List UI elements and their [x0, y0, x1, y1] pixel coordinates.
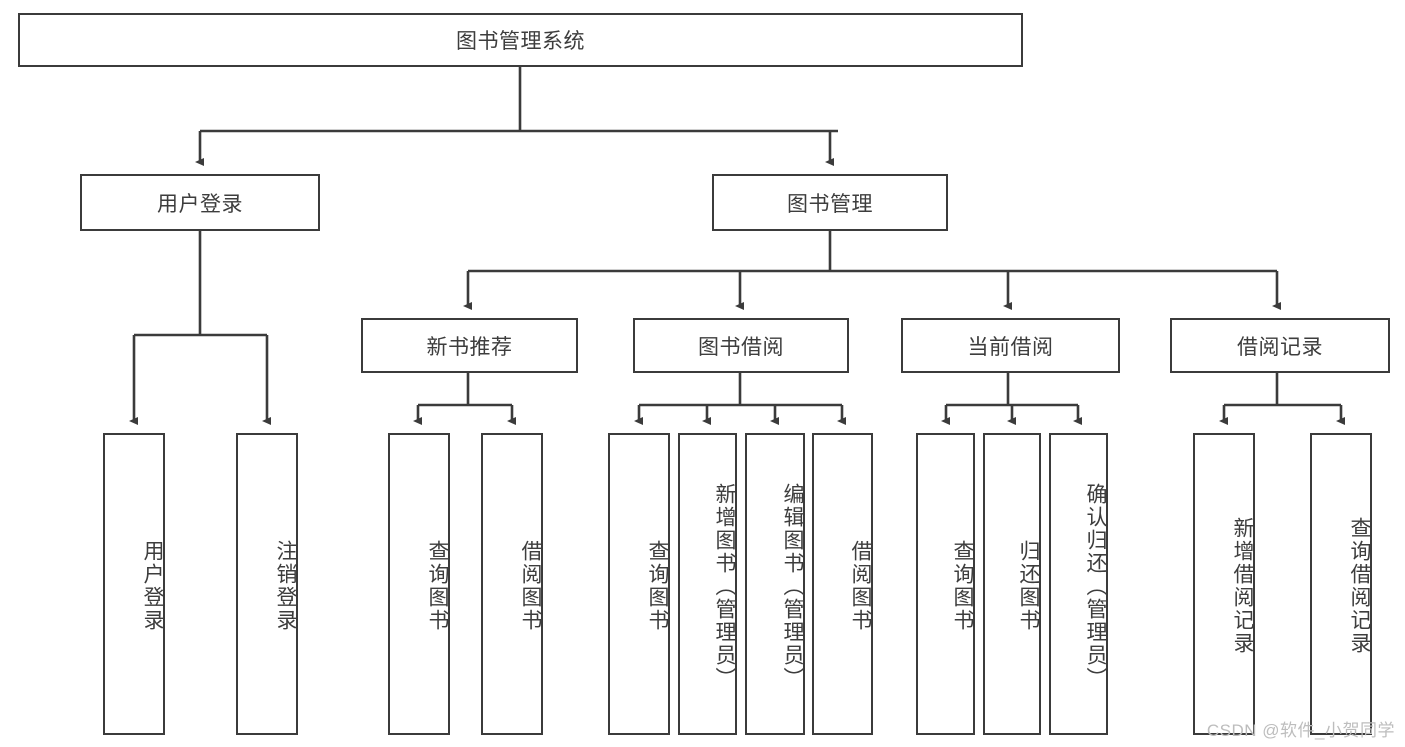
watermark: CSDN @软件_小贺同学 [1206, 721, 1395, 740]
node-root-label: 图书管理系统 [456, 30, 585, 53]
node-book-borrow[interactable]: 图书借阅 [633, 318, 849, 373]
node-leaf-query-record[interactable]: 查询借阅记录 [1310, 433, 1372, 735]
node-leaf-query-book-2[interactable]: 查询图书 [608, 433, 670, 735]
node-book-borrow-label: 图书借阅 [698, 335, 784, 359]
node-leaf-borrow-book-1[interactable]: 借阅图书 [481, 433, 543, 735]
node-leaf-borrow-book-1-label: 借阅图书 [519, 540, 542, 632]
node-leaf-confirm-return-label: 确认归还（管理员） [1084, 482, 1107, 690]
node-leaf-add-record-label: 新增借阅记录 [1231, 517, 1254, 655]
node-leaf-confirm-return[interactable]: 确认归还（管理员） [1049, 433, 1108, 735]
node-leaf-logout-label: 注销登录 [274, 540, 297, 632]
node-leaf-add-record[interactable]: 新增借阅记录 [1193, 433, 1255, 735]
node-leaf-edit-book-label: 编辑图书（管理员） [781, 482, 804, 690]
node-user-login[interactable]: 用户登录 [80, 174, 320, 231]
node-leaf-query-record-label: 查询借阅记录 [1348, 517, 1371, 655]
node-root[interactable]: 图书管理系统 [18, 13, 1023, 67]
node-leaf-add-book-label: 新增图书（管理员） [713, 482, 736, 690]
node-book-manage[interactable]: 图书管理 [712, 174, 948, 231]
node-leaf-user-login-label: 用户登录 [141, 540, 164, 632]
node-leaf-query-book-1-label: 查询图书 [426, 540, 449, 632]
node-leaf-query-book-3[interactable]: 查询图书 [916, 433, 975, 735]
node-leaf-return-book[interactable]: 归还图书 [983, 433, 1041, 735]
node-borrow-record[interactable]: 借阅记录 [1170, 318, 1390, 373]
node-leaf-edit-book[interactable]: 编辑图书（管理员） [745, 433, 805, 735]
node-new-book-rec-label: 新书推荐 [426, 335, 513, 359]
node-leaf-query-book-3-label: 查询图书 [951, 540, 974, 632]
node-current-borrow[interactable]: 当前借阅 [901, 318, 1120, 373]
node-leaf-return-book-label: 归还图书 [1017, 540, 1040, 632]
node-leaf-borrow-book-2-label: 借阅图书 [849, 540, 872, 632]
node-leaf-logout[interactable]: 注销登录 [236, 433, 298, 735]
node-leaf-add-book[interactable]: 新增图书（管理员） [678, 433, 737, 735]
node-leaf-borrow-book-2[interactable]: 借阅图书 [812, 433, 873, 735]
node-user-login-label: 用户登录 [157, 192, 243, 216]
node-leaf-user-login[interactable]: 用户登录 [103, 433, 165, 735]
node-leaf-query-book-1[interactable]: 查询图书 [388, 433, 450, 735]
node-book-manage-label: 图书管理 [787, 192, 873, 216]
node-leaf-query-book-2-label: 查询图书 [646, 540, 669, 632]
node-new-book-rec[interactable]: 新书推荐 [361, 318, 578, 373]
node-current-borrow-label: 当前借阅 [967, 335, 1054, 359]
node-borrow-record-label: 借阅记录 [1237, 335, 1323, 359]
